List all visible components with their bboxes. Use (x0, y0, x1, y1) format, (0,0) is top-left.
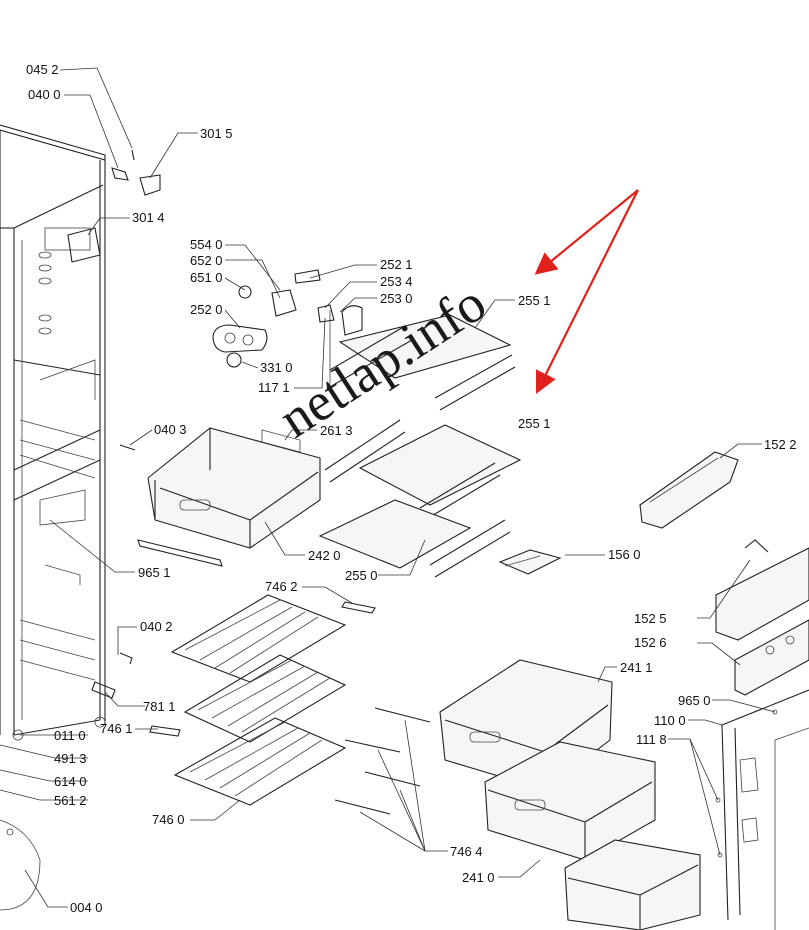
part-label: 652 0 (190, 253, 223, 268)
part-label: 011 0 (54, 728, 86, 743)
part-label: 252 1 (380, 257, 413, 272)
wire-racks (91, 444, 376, 806)
red-arrows (534, 189, 639, 394)
part-label: 261 3 (320, 423, 353, 438)
part-label: 746 2 (265, 579, 298, 594)
support-rods (334, 707, 431, 815)
part-label: 252 0 (190, 302, 223, 317)
cabinet-body (0, 124, 106, 911)
lower-drawers (439, 659, 701, 930)
part-label: 117 1 (258, 380, 290, 395)
part-label: 110 0 (654, 713, 686, 728)
part-label: 253 0 (380, 291, 413, 306)
part-label: 554 0 (190, 237, 223, 252)
part-label: 965 0 (678, 693, 711, 708)
part-label: 156 0 (608, 547, 641, 562)
part-label: 253 4 (380, 274, 413, 289)
part-label: 746 1 (100, 721, 133, 736)
part-label: 241 0 (462, 870, 495, 885)
part-label: 040 3 (154, 422, 187, 437)
part-label: 301 5 (200, 126, 233, 141)
part-label: 152 6 (634, 635, 667, 650)
part-label: 746 4 (450, 844, 483, 859)
part-label: 561 2 (54, 793, 87, 808)
part-label: 331 0 (260, 360, 293, 375)
part-label: 255 0 (345, 568, 378, 583)
part-label: 045 2 (26, 62, 59, 77)
top-hinge-parts (67, 149, 161, 263)
control-unit-parts (212, 269, 363, 388)
glass-shelves (318, 314, 522, 578)
part-label: 614 0 (54, 774, 87, 789)
part-label: 040 2 (140, 619, 173, 634)
part-label: 301 4 (132, 210, 165, 225)
part-label: 241 1 (620, 660, 653, 675)
leader-lines (0, 67, 776, 908)
part-label: 651 0 (190, 270, 223, 285)
part-label: 746 0 (152, 812, 185, 827)
door-parts (498, 451, 809, 930)
part-label: 781 1 (143, 699, 176, 714)
part-label: 255 1 (518, 416, 551, 431)
part-label: 111 8 (636, 732, 667, 747)
part-label: 965 1 (138, 565, 171, 580)
part-label: 152 5 (634, 611, 667, 626)
part-label: 255 1 (518, 293, 551, 308)
part-label: 004 0 (70, 900, 103, 915)
upper-drawer (137, 427, 321, 567)
part-label: 491 3 (54, 751, 87, 766)
part-label: 040 0 (28, 87, 61, 102)
part-label: 152 2 (764, 437, 797, 452)
part-label: 242 0 (308, 548, 341, 563)
